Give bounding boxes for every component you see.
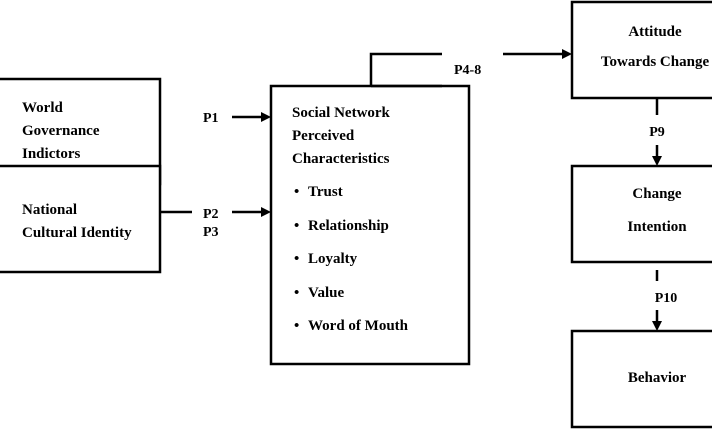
social-network-heading-3: Characteristics xyxy=(292,151,390,167)
bullet-value: Value xyxy=(308,285,344,301)
bullet-marker-value: • xyxy=(294,285,299,301)
bullet-relationship: Relationship xyxy=(308,218,389,234)
change-intention-box xyxy=(570,164,712,264)
p1-arrowhead xyxy=(261,112,271,122)
change-intention-line-1: Change xyxy=(632,186,682,202)
path-label-p1: P1 xyxy=(203,111,219,126)
national-cultural-line-1: National xyxy=(22,202,77,218)
change-intention-line-2: Intention xyxy=(627,219,687,235)
social-network-heading-1: Social Network xyxy=(292,105,391,121)
behavior-label: Behavior xyxy=(628,370,687,386)
behavior-box xyxy=(570,329,712,429)
bullet-trust: Trust xyxy=(308,184,343,200)
p4-8-arrowhead xyxy=(562,49,572,59)
p4-8-connector-top xyxy=(369,52,442,86)
social-network-heading-2: Perceived xyxy=(292,128,355,144)
p9-arrowhead xyxy=(652,156,662,166)
bullet-marker-word-of-mouth: • xyxy=(294,318,299,334)
bullet-word-of-mouth: Word of Mouth xyxy=(308,318,409,334)
bullet-marker-loyalty: • xyxy=(294,251,299,267)
p10-arrowhead xyxy=(652,321,662,331)
bullet-marker-relationship: • xyxy=(294,218,299,234)
world-governance-line-1: World xyxy=(22,100,63,116)
national-cultural-line-2: Cultural Identity xyxy=(22,225,132,241)
p2-arrowhead xyxy=(261,207,271,217)
path-label-p3: P3 xyxy=(203,225,219,240)
bullet-marker-trust: • xyxy=(294,184,299,200)
attitude-towards-change-box xyxy=(570,0,712,100)
bullet-loyalty: Loyalty xyxy=(308,251,358,267)
attitude-line-2: Towards Change xyxy=(601,54,710,70)
world-governance-line-2: Governance xyxy=(22,123,100,139)
path-label-p2: P2 xyxy=(203,207,219,222)
path-label-p9: P9 xyxy=(649,125,665,140)
path-label-p4-8: P4-8 xyxy=(454,63,481,78)
national-cultural-identity-box xyxy=(0,164,162,274)
world-governance-line-3: Indictors xyxy=(22,146,81,162)
social-network-box xyxy=(269,84,471,366)
path-label-p10: P10 xyxy=(655,291,678,306)
attitude-line-1: Attitude xyxy=(628,24,682,40)
